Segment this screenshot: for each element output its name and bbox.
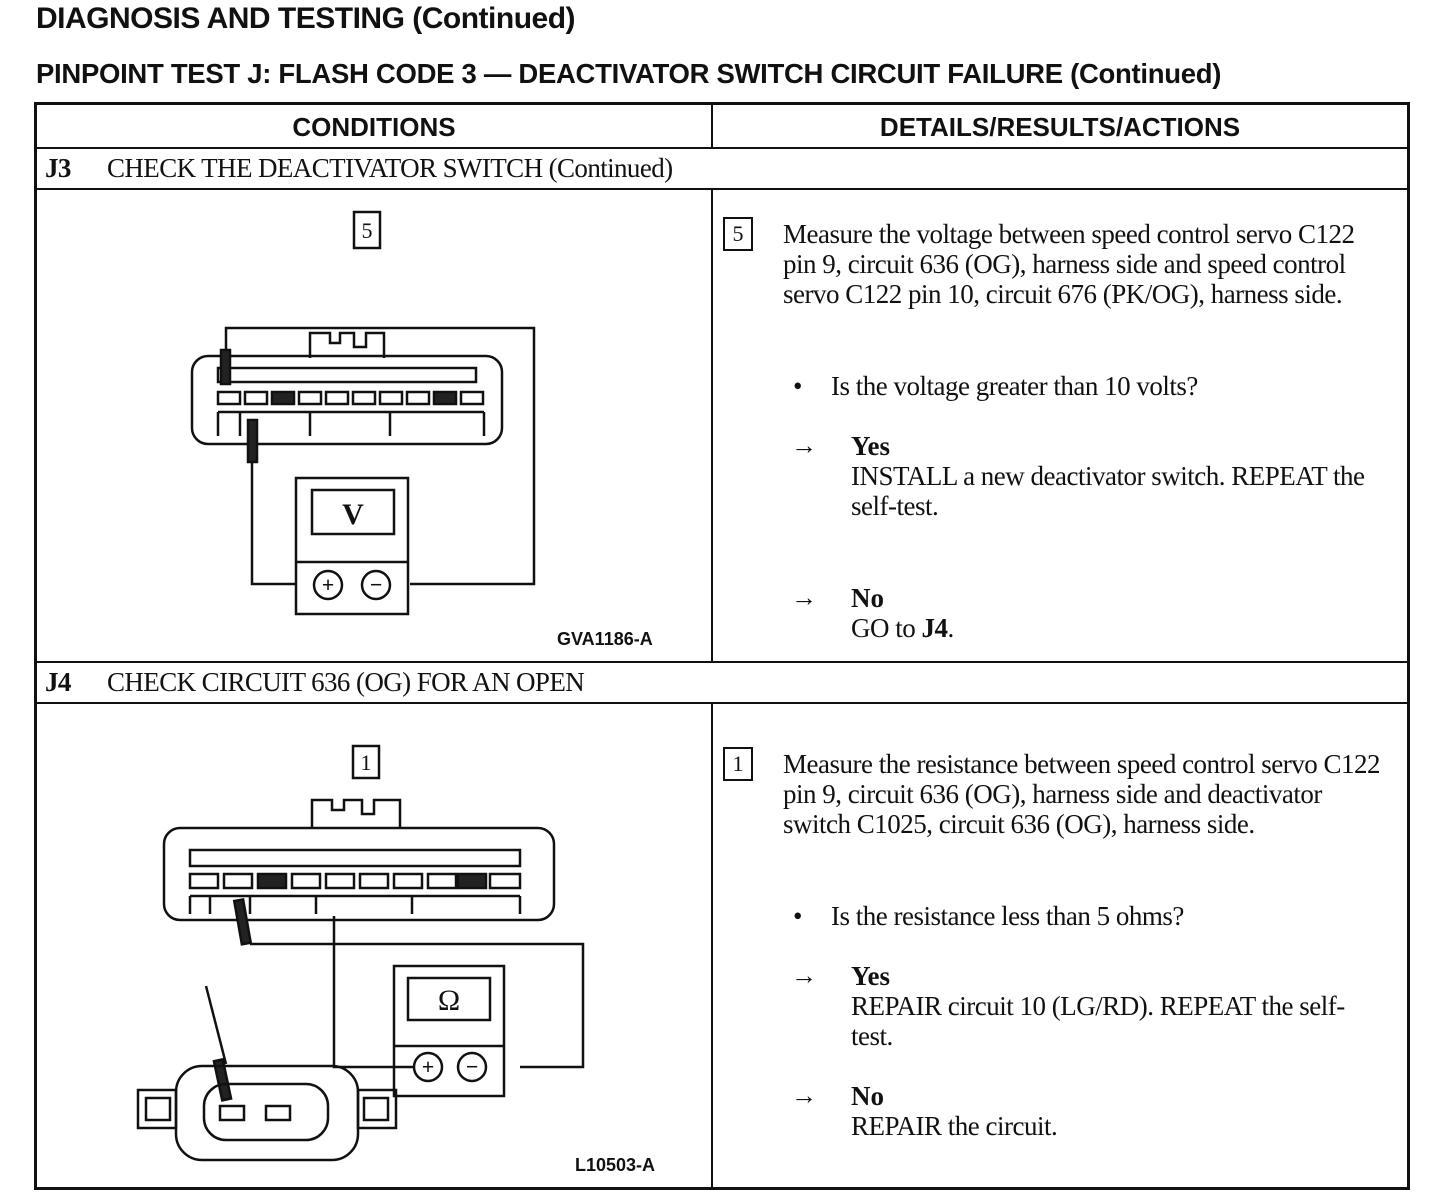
lead-wire-black xyxy=(250,462,296,586)
voltmeter xyxy=(294,476,410,616)
connector-top-slot xyxy=(216,366,478,384)
switch-right-ear-inner xyxy=(362,1096,390,1122)
j3-no-action-ref[interactable]: J4 xyxy=(921,613,949,643)
j3-step-number-box: 5 xyxy=(723,217,753,251)
j3-yes-label: Yes xyxy=(851,431,890,461)
j4-connector-top-slot xyxy=(188,848,522,868)
probe-pin-9 xyxy=(219,348,232,386)
j4-question-bullet: • xyxy=(793,901,802,931)
j4-probe-pin-9 xyxy=(232,898,253,946)
servo-connector-c122 xyxy=(190,354,504,446)
ohmmeter xyxy=(392,964,506,1098)
j4-question-text: Is the resistance less than 5 ohms? xyxy=(831,901,1184,931)
voltmeter-plus-label: + xyxy=(322,572,335,597)
step-j3-code: J3 xyxy=(45,153,71,183)
j3-yes-arrow-icon: → xyxy=(791,431,817,460)
ohmmeter-display xyxy=(406,976,492,1022)
details-column-header: DETAILS/RESULTS/ACTIONS xyxy=(879,112,1241,142)
j4-connector-lower-keys xyxy=(188,894,522,914)
header-column-divider xyxy=(711,105,713,147)
j4-step-number-box: 1 xyxy=(723,747,753,781)
voltmeter-minus-jack xyxy=(360,569,392,601)
j4-figure xyxy=(136,744,585,1162)
switch-left-ear-inner xyxy=(144,1096,172,1122)
j3-yes-action: INSTALL a new deactivator switch. REPEAT… xyxy=(851,461,1365,521)
conditions-column-header: CONDITIONS xyxy=(292,112,456,142)
j4-resistance-diagram: 1 Ω + − xyxy=(136,744,585,1162)
j4-no-action: REPAIR the circuit. xyxy=(851,1111,1058,1141)
j3-figure-step-box xyxy=(352,210,382,250)
j4-figure-step-box xyxy=(351,744,381,780)
j4-figure-code: L10503-A xyxy=(575,1155,656,1175)
voltmeter-minus-label: − xyxy=(370,572,383,597)
j3-figure xyxy=(190,210,536,616)
step-j4-heading: J4 CHECK CIRCUIT 636 (OG) FOR AN OPEN xyxy=(45,662,585,702)
j3-title-divider xyxy=(37,188,1407,190)
switch-right-ear xyxy=(356,1088,398,1130)
j3-no-arrow-icon: → xyxy=(791,583,817,612)
j4-title-divider xyxy=(37,702,1407,704)
j4-connector-latch xyxy=(310,798,402,828)
step-j3-heading: J3 CHECK THE DEACTIVATOR SWITCH (Continue… xyxy=(45,148,673,188)
switch-left-ear xyxy=(136,1088,178,1130)
j3-no-action-end: . xyxy=(947,613,955,643)
j3-figure-code: GVA1186-A xyxy=(557,629,653,649)
switch-inner-shell xyxy=(202,1082,330,1142)
j3-question-text: Is the voltage greater than 10 volts? xyxy=(831,371,1198,401)
connector-latch xyxy=(308,331,386,358)
j4-lead-wire-black xyxy=(250,942,585,1069)
switch-terminal-a xyxy=(218,1104,246,1122)
voltmeter-display xyxy=(310,488,396,536)
j4-lead-wire-red-route xyxy=(206,986,336,1067)
j4-no-label: No xyxy=(851,1081,884,1111)
step-j4-title: CHECK CIRCUIT 636 (OG) FOR AN OPEN xyxy=(107,667,585,697)
j4-servo-connector-c122 xyxy=(162,826,556,922)
probe-pin-10 xyxy=(246,418,259,464)
step-j3-title: CHECK THE DEACTIVATOR SWITCH (Continued) xyxy=(107,153,673,183)
j4-lead-wire-red xyxy=(204,985,228,1065)
j4-yes-action: REPAIR circuit 10 (LG/RD). REPEAT the se… xyxy=(851,991,1345,1051)
voltmeter-plus-jack xyxy=(312,569,344,601)
step-j4-code: J4 xyxy=(45,667,71,697)
connector-lower-keys xyxy=(216,410,486,436)
j4-no-arrow-icon: → xyxy=(791,1081,817,1110)
j3-instruction: Measure the voltage between speed contro… xyxy=(783,219,1355,309)
j4-question: • Is the resistance less than 5 ohms? xyxy=(793,901,1184,931)
j3-question: • Is the voltage greater than 10 volts? xyxy=(793,371,1198,401)
switch-terminal-b xyxy=(264,1104,292,1122)
voltmeter-symbol: V xyxy=(342,498,364,531)
j4-instruction: Measure the resistance between speed con… xyxy=(783,749,1381,839)
j3-column-divider xyxy=(711,188,713,661)
lead-wire-red xyxy=(224,326,536,586)
j3-no-action-text: GO to xyxy=(851,613,922,643)
j3-figure-step-number: 5 xyxy=(362,218,373,243)
page-title: DIAGNOSIS AND TESTING (Continued) xyxy=(36,2,576,35)
connector-pin-row xyxy=(216,390,485,406)
header-divider xyxy=(37,147,1407,149)
ohmmeter-symbol: Ω xyxy=(438,984,460,1017)
j3-no-action: GO to J4. xyxy=(851,613,1371,643)
j4-yes-label: Yes xyxy=(851,961,890,991)
ohmmeter-minus-label: − xyxy=(466,1054,479,1079)
j4-figure-step-number: 1 xyxy=(361,750,372,775)
ohmmeter-minus-jack xyxy=(456,1051,488,1083)
pinpoint-test-title: PINPOINT TEST J: FLASH CODE 3 — DEACTIVA… xyxy=(36,58,1222,89)
j3-bottom-divider xyxy=(37,661,1407,663)
j4-column-divider xyxy=(711,702,713,1187)
j3-voltage-diagram: 5 V + − xyxy=(190,210,536,616)
j3-no-label: No xyxy=(851,583,884,613)
j4-yes-arrow-icon: → xyxy=(791,961,817,990)
j3-question-bullet: • xyxy=(793,371,802,401)
ohmmeter-plus-label: + xyxy=(422,1054,435,1079)
j4-connector-pin-row xyxy=(188,872,522,890)
j4-probe-switch xyxy=(212,1057,233,1102)
j4-lead-wire-plus xyxy=(332,916,414,1069)
